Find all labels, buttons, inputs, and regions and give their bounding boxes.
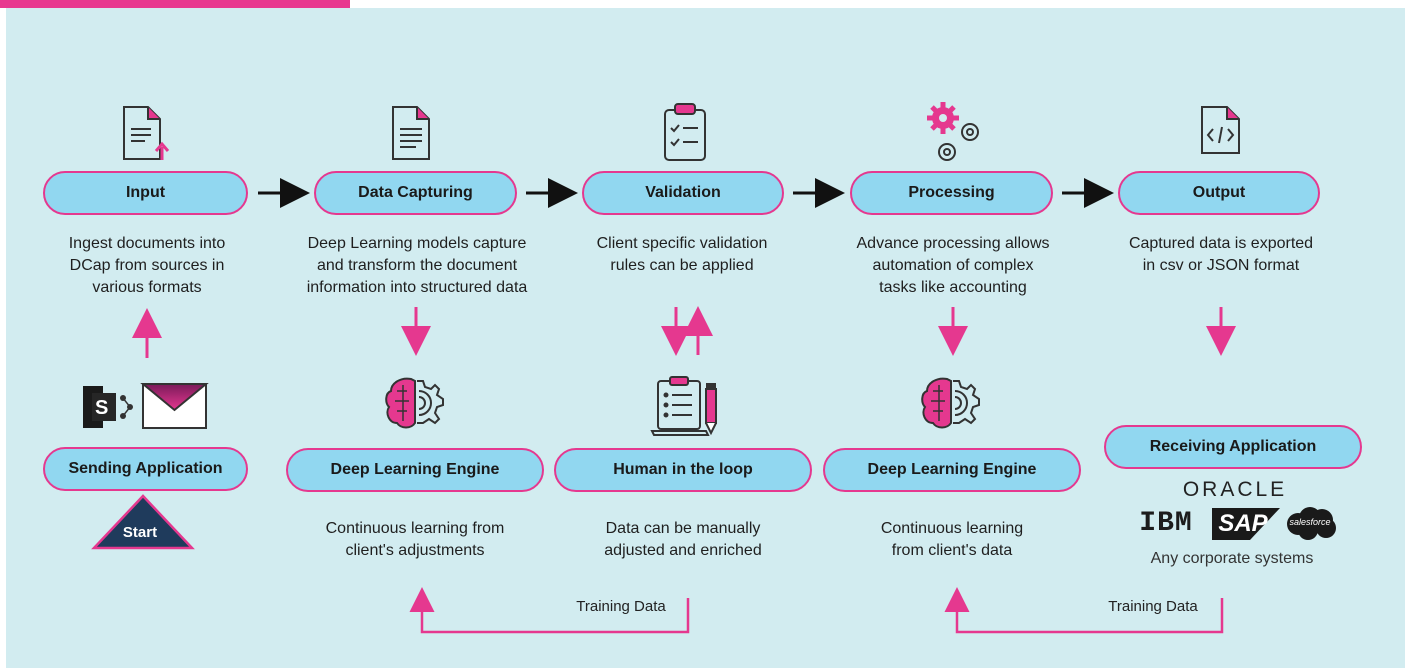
desc-line: various formats	[92, 279, 202, 296]
desc-line: Continuous learning	[880, 520, 1024, 537]
desc-line: adjusted and enriched	[604, 542, 762, 559]
receiving-application-pill: Receiving Application	[1104, 425, 1362, 469]
stage-validation-pill: Validation	[582, 171, 784, 215]
desc-line: Client specific validation	[596, 235, 768, 252]
brain-gear-icon	[921, 377, 980, 429]
sending-application-label: Sending Application	[68, 460, 223, 477]
deep-learning-engine-1-label: Deep Learning Engine	[330, 461, 500, 478]
gears-icon	[927, 102, 979, 161]
desc-line: Continuous learning from	[325, 520, 505, 537]
desc-line: information into structured data	[306, 279, 528, 296]
desc-line: Ingest documents into	[68, 235, 226, 252]
training-loop-2	[944, 587, 1224, 634]
desc-line: from client's data	[891, 542, 1013, 559]
stage-output-label: Output	[1192, 184, 1246, 201]
desc-line: in csv or JSON format	[1142, 257, 1300, 274]
desc-line: Captured data is exported	[1128, 235, 1314, 252]
code-file-icon	[1201, 106, 1240, 154]
desc-line: tasks like accounting	[879, 279, 1027, 296]
human-in-the-loop-pill: Human in the loop	[554, 448, 812, 492]
training-data-label-2: Training Data	[1108, 598, 1198, 615]
stage-processing-pill: Processing	[850, 171, 1053, 215]
desc-line: Data can be manually	[605, 520, 761, 537]
stage-validation-description: Client specific validation rules can be …	[560, 233, 804, 277]
document-upload-icon	[123, 106, 170, 160]
stage-output-description: Captured data is exported in csv or JSON…	[1094, 233, 1348, 277]
document-icon	[392, 106, 430, 160]
oracle-logo: ORACLE	[1182, 478, 1288, 501]
training-loop-1	[409, 587, 690, 634]
stage-data-capturing-label: Data Capturing	[358, 184, 473, 201]
desc-line: Advance processing allows	[856, 235, 1050, 252]
stage-input-pill: Input	[43, 171, 248, 215]
salesforce-cloud-shape	[1287, 507, 1336, 540]
human-description: Data can be manually adjusted and enrich…	[558, 518, 808, 562]
stage-output-pill: Output	[1118, 171, 1320, 215]
receiving-application-label: Receiving Application	[1149, 438, 1317, 455]
desc-line: client's adjustments	[345, 542, 485, 559]
stage-data-capturing-pill: Data Capturing	[314, 171, 517, 215]
deep-learning-engine-2-label: Deep Learning Engine	[867, 461, 1037, 478]
human-in-the-loop-label: Human in the loop	[613, 461, 753, 478]
sharepoint-email-icon: S	[83, 383, 209, 429]
desc-line: and transform the document	[316, 257, 518, 274]
stage-validation-label: Validation	[645, 184, 721, 201]
desc-line: rules can be applied	[610, 257, 754, 274]
deep-learning-engine-1-pill: Deep Learning Engine	[286, 448, 544, 492]
sap-logo: SAP	[1218, 510, 1268, 537]
training-data-label-1: Training Data	[576, 598, 666, 615]
ibm-logo: IBM	[1130, 508, 1202, 540]
stage-data-capturing-description: Deep Learning models capture and transfo…	[280, 233, 554, 299]
any-corporate-systems-caption: Any corporate systems	[1150, 550, 1314, 567]
desc-line: DCap from sources in	[69, 257, 225, 274]
salesforce-logo: salesforce	[1289, 517, 1331, 527]
svg-text:S: S	[95, 397, 108, 419]
engine-2-description: Continuous learning from client's data	[827, 518, 1077, 562]
checklist-pen-icon	[650, 376, 717, 436]
deep-learning-engine-2-pill: Deep Learning Engine	[823, 448, 1081, 492]
stage-input-label: Input	[125, 184, 166, 201]
sending-application-pill: Sending Application	[43, 447, 248, 491]
brain-gear-icon	[385, 377, 444, 429]
accent-bar	[0, 0, 350, 8]
stage-processing-description: Advance processing allows automation of …	[826, 233, 1080, 299]
start-label: Start	[122, 524, 158, 541]
stage-processing-label: Processing	[908, 184, 995, 201]
desc-line: Deep Learning models capture	[307, 235, 527, 252]
stage-input-description: Ingest documents into DCap from sources …	[20, 233, 274, 299]
start-triangle	[91, 494, 195, 550]
clipboard-check-icon	[664, 103, 706, 161]
sap-logo-shape	[1212, 508, 1280, 540]
engine-1-description: Continuous learning from client's adjust…	[290, 518, 540, 562]
desc-line: automation of complex	[872, 257, 1034, 274]
